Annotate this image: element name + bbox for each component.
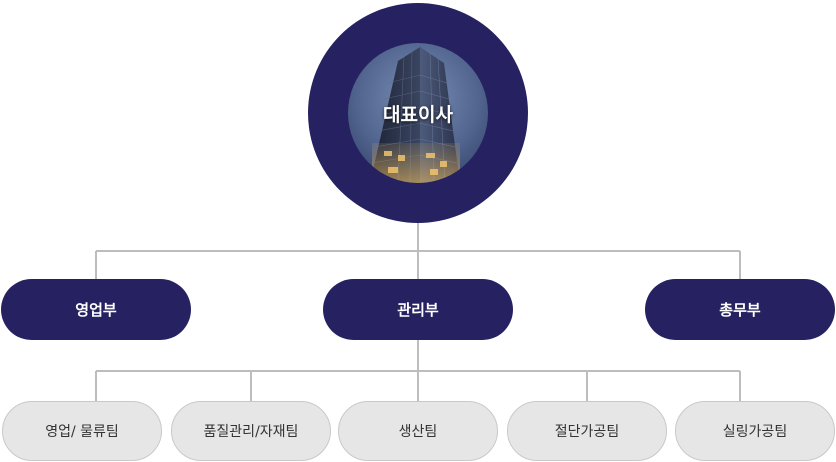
department-sales: 영업부 xyxy=(1,279,191,340)
ceo-label: 대표이사 xyxy=(383,103,453,126)
team-production: 생산팀 xyxy=(338,401,498,461)
department-management: 관리부 xyxy=(323,279,513,340)
department-general-affairs: 총무부 xyxy=(645,279,835,340)
team-cutting: 절단가공팀 xyxy=(507,401,667,461)
ceo-node: 대표이사 xyxy=(308,3,528,223)
skyscraper-image xyxy=(370,47,460,183)
team-quality-materials: 품질관리/자재팀 xyxy=(171,401,331,461)
team-sealing: 실링가공팀 xyxy=(675,401,835,461)
building-photo: 대표이사 xyxy=(348,43,488,183)
team-sales-logistics: 영업/ 물류팀 xyxy=(2,401,162,461)
